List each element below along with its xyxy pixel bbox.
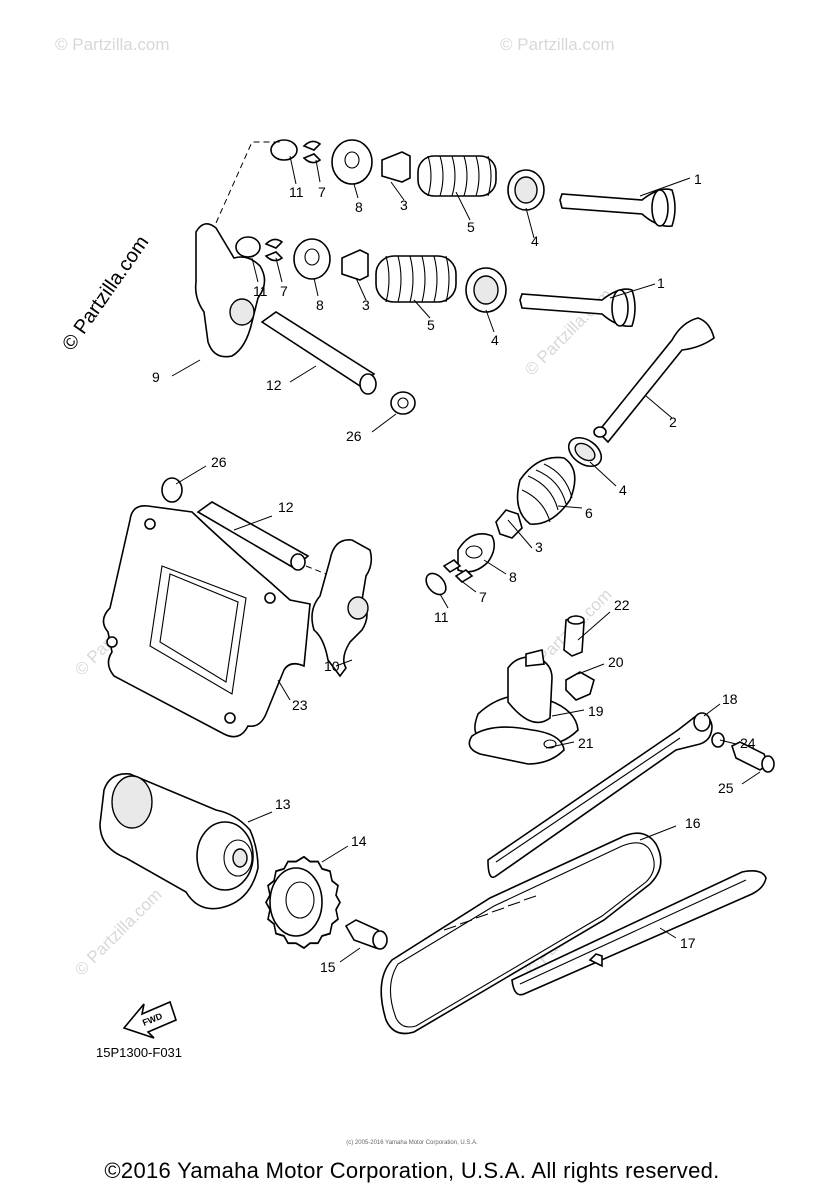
callout-5: 5 xyxy=(427,317,435,333)
leader-lines xyxy=(171,155,761,963)
callout-labels: 1 1 2 3 3 3 4 4 4 5 5 6 7 7 7 8 8 8 9 10… xyxy=(152,171,756,975)
rocker-arm-assembly-lower xyxy=(161,477,373,678)
callout-1: 1 xyxy=(694,171,702,187)
callout-6: 6 xyxy=(585,505,593,521)
callout-11: 11 xyxy=(253,283,268,299)
watermark: © Partzilla.com xyxy=(71,885,165,979)
callout-3: 3 xyxy=(400,197,408,213)
callout-25: 25 xyxy=(718,780,734,796)
partzilla-side-watermark: © Partzilla.com xyxy=(58,232,153,355)
callout-12: 12 xyxy=(278,499,294,515)
callout-4: 4 xyxy=(491,332,499,348)
callout-24: 24 xyxy=(740,735,756,751)
cam-chain-tensioner xyxy=(468,615,595,765)
callout-7: 7 xyxy=(318,184,326,200)
callout-9: 9 xyxy=(152,369,160,385)
callout-8: 8 xyxy=(509,569,517,585)
copyright-footer: ©2016 Yamaha Motor Corporation, U.S.A. A… xyxy=(104,1158,720,1183)
callout-10: 10 xyxy=(324,658,340,674)
cam-sprocket xyxy=(265,855,388,950)
exhaust-valve-assembly xyxy=(425,317,715,596)
valve-row-upper xyxy=(270,139,676,228)
callout-11: 11 xyxy=(289,184,304,200)
callout-15: 15 xyxy=(320,959,336,975)
callout-13: 13 xyxy=(275,796,291,812)
callout-2: 2 xyxy=(669,414,677,430)
callout-26: 26 xyxy=(346,428,362,444)
chain-guide-17 xyxy=(511,870,767,996)
watermark: © Partzilla.com xyxy=(55,35,170,54)
small-copyright-notice: (c) 2005-2016 Yamaha Motor Corporation, … xyxy=(346,1140,478,1146)
callout-12: 12 xyxy=(266,377,282,393)
callout-18: 18 xyxy=(722,691,738,707)
callout-5: 5 xyxy=(467,219,475,235)
timing-chain xyxy=(380,832,662,1035)
callout-7: 7 xyxy=(280,283,288,299)
callout-16: 16 xyxy=(685,815,701,831)
callout-8: 8 xyxy=(355,199,363,215)
cylinder-head-gasket xyxy=(102,504,311,738)
callout-21: 21 xyxy=(578,735,594,751)
callout-19: 19 xyxy=(588,703,604,719)
callout-11: 11 xyxy=(434,609,449,625)
diagram-code: 15P1300-F031 xyxy=(96,1045,183,1060)
callout-7: 7 xyxy=(479,589,487,605)
callout-4: 4 xyxy=(619,482,627,498)
fwd-arrow: FWD xyxy=(122,1000,177,1039)
rocker-arm-assembly-upper xyxy=(194,141,416,415)
callout-8: 8 xyxy=(316,297,324,313)
watermark: © Partzilla.com xyxy=(500,35,615,54)
callout-20: 20 xyxy=(608,654,624,670)
valve-row-lower xyxy=(235,236,636,328)
callout-22: 22 xyxy=(614,597,630,613)
callout-26: 26 xyxy=(211,454,227,470)
chain-guide-18 xyxy=(487,712,775,879)
callout-1: 1 xyxy=(657,275,665,291)
camshaft xyxy=(99,773,259,910)
callout-17: 17 xyxy=(680,935,696,951)
callout-3: 3 xyxy=(362,297,370,313)
callout-14: 14 xyxy=(351,833,367,849)
callout-4: 4 xyxy=(531,233,539,249)
callout-23: 23 xyxy=(292,697,308,713)
callout-3: 3 xyxy=(535,539,543,555)
